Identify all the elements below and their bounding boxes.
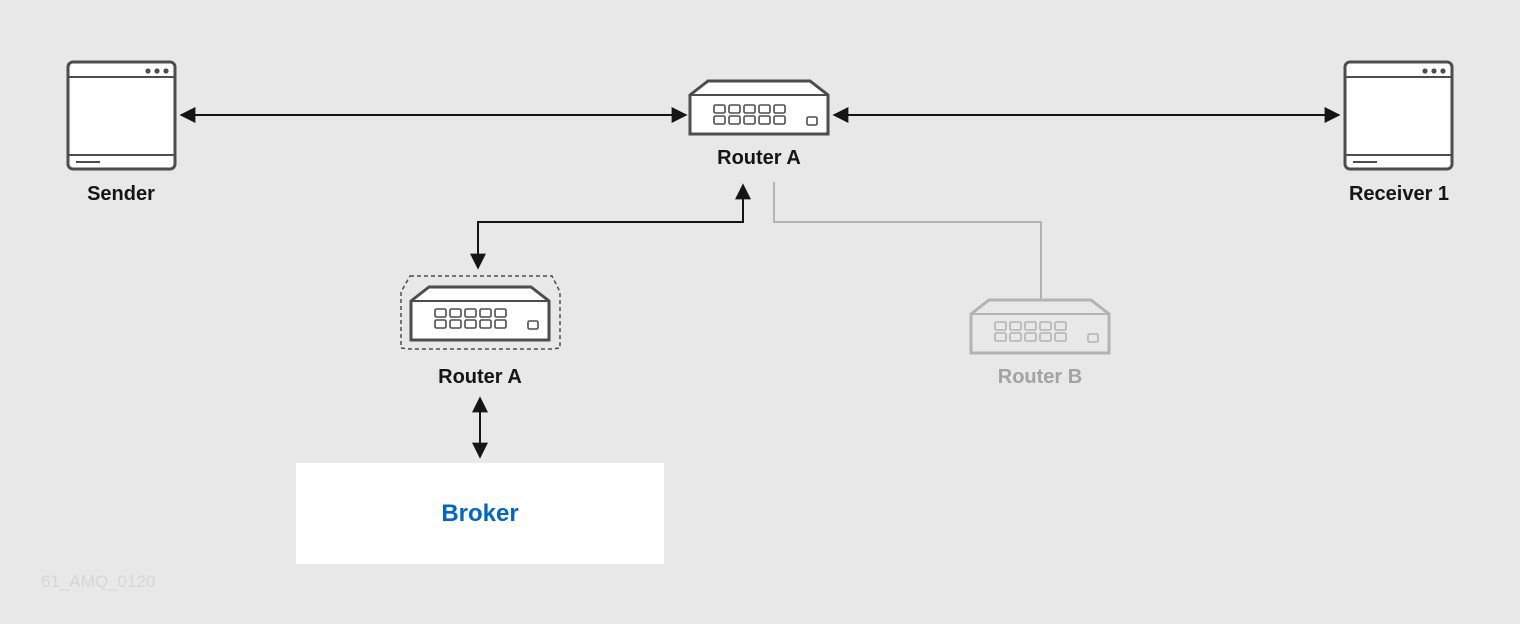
figure-id-watermark: 61_AMQ_0120	[41, 572, 156, 591]
router-a-top-label: Router A	[717, 147, 801, 169]
server-icon	[66, 60, 177, 171]
connector-router-a-router-a-lower	[470, 183, 751, 270]
router-dashed-outline	[400, 275, 561, 350]
sender-label: Sender	[87, 183, 155, 205]
router-a-lower-label: Router A	[438, 366, 522, 388]
router-b-label: Router B	[997, 366, 1083, 388]
broker-label: Broker	[441, 499, 519, 527]
server-icon	[1343, 60, 1454, 171]
connector-router-a-router-b	[773, 182, 1042, 300]
router-icon	[969, 298, 1111, 355]
router-icon	[409, 285, 551, 342]
broker-box: Broker	[296, 463, 664, 564]
receiver-1-label: Receiver 1	[1348, 183, 1450, 205]
router-icon	[688, 79, 830, 136]
